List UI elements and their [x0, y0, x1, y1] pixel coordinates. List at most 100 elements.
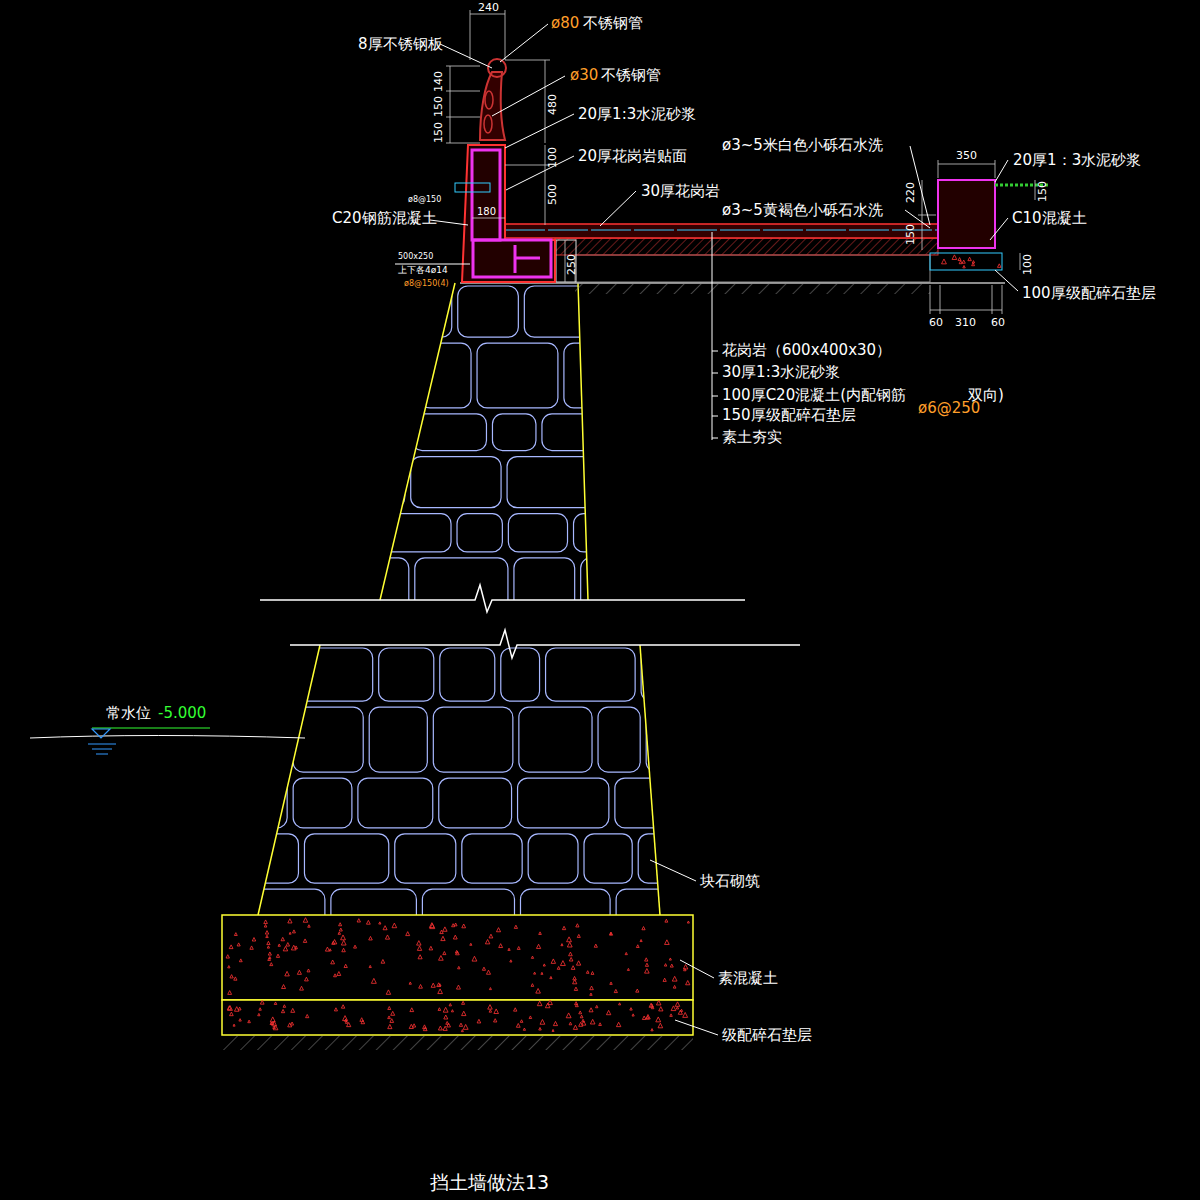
aggregate-mark	[392, 923, 397, 928]
aggregate-mark	[259, 1008, 261, 1010]
aggregate-mark	[636, 945, 639, 948]
aggregate-mark	[343, 1016, 348, 1021]
stone	[574, 514, 641, 552]
aggregate-mark	[347, 1022, 351, 1026]
aggregate-mark	[675, 1002, 679, 1006]
dimension-text: 240	[478, 2, 499, 14]
aggregate-mark	[683, 1012, 688, 1017]
stone	[293, 778, 352, 828]
annotation-label: 素土夯实	[722, 429, 782, 446]
dimension-text: 150	[433, 122, 445, 143]
aggregate-mark	[233, 1024, 235, 1026]
stone	[514, 558, 575, 616]
aggregate-mark	[553, 1021, 557, 1025]
aggregate-mark	[234, 977, 237, 980]
aggregate-mark	[329, 949, 331, 951]
aggregate-mark	[300, 986, 304, 990]
stone	[518, 778, 609, 828]
aggregate-mark	[447, 1023, 451, 1027]
aggregate-mark	[264, 925, 267, 928]
aggregate-mark	[636, 989, 639, 992]
aggregate-mark	[383, 926, 387, 930]
aggregate-mark	[477, 1019, 481, 1023]
aggregate-mark	[684, 968, 686, 970]
stone	[356, 286, 397, 337]
aggregate-mark	[523, 1028, 525, 1030]
aggregate-mark	[341, 940, 346, 945]
aggregate-mark	[659, 1007, 663, 1011]
aggregate-mark	[461, 1030, 463, 1032]
aggregate-mark	[489, 1010, 491, 1012]
aggregate-mark	[341, 935, 346, 940]
aggregate-mark	[295, 946, 298, 949]
aggregate-mark	[409, 982, 411, 984]
aggregate-mark	[286, 943, 290, 947]
aggregate-mark	[237, 943, 240, 946]
aggregate-mark	[292, 930, 295, 933]
aggregate-mark	[291, 1022, 294, 1025]
aggregate-mark	[649, 1003, 653, 1007]
aggregate-mark	[303, 939, 306, 942]
stone	[519, 707, 592, 772]
aggregate-mark	[531, 956, 533, 958]
stone	[433, 707, 513, 772]
dimension-lines	[446, 10, 1035, 314]
aggregate-mark	[686, 981, 690, 985]
dimension-text: 150	[905, 224, 917, 245]
steel-pipe	[488, 59, 506, 77]
aggregate-mark	[562, 926, 565, 929]
aggregate-mark	[614, 989, 617, 992]
soil-hatch	[575, 284, 930, 294]
aggregate-mark	[267, 946, 269, 948]
reinforcement	[472, 150, 500, 240]
aggregate-mark	[371, 978, 376, 983]
aggregate-mark	[596, 1005, 598, 1007]
aggregate-mark	[386, 990, 390, 994]
aggregate-mark	[485, 939, 489, 943]
wall-edge	[578, 283, 588, 600]
stone	[598, 707, 640, 772]
aggregate-mark	[962, 260, 965, 263]
aggregate-mark	[670, 1014, 673, 1017]
aggregate-mark	[569, 952, 573, 956]
aggregate-mark	[627, 968, 629, 970]
aggregate-mark	[423, 1027, 427, 1031]
aggregate-mark	[388, 1006, 391, 1009]
aggregate-mark	[269, 957, 271, 959]
stone	[641, 648, 689, 701]
aggregate-mark	[541, 972, 543, 974]
aggregate-mark	[488, 1005, 493, 1010]
aggregate-mark	[489, 988, 491, 990]
plain-concrete	[222, 915, 693, 1000]
aggregate-mark	[453, 935, 457, 939]
aggregate-mark	[642, 927, 645, 930]
dimension-text: 60	[991, 317, 1005, 329]
aggregate-mark	[630, 1008, 632, 1010]
stone	[239, 707, 287, 772]
aggregate-mark	[997, 264, 1001, 268]
aggregate-mark	[260, 1000, 264, 1004]
aggregate-mark	[599, 1023, 602, 1026]
concrete-speckle	[226, 183, 1001, 1032]
aggregate-mark	[586, 971, 589, 974]
aggregate-mark	[345, 1021, 347, 1023]
aggregate-mark	[230, 1012, 234, 1016]
aggregate-mark	[573, 980, 577, 984]
gravel-layer	[575, 255, 930, 282]
aggregate-mark	[459, 1023, 462, 1026]
stone	[355, 343, 414, 408]
aggregate-mark	[248, 1020, 251, 1023]
aggregate-mark	[486, 970, 490, 974]
aggregate-mark	[494, 1019, 497, 1022]
aggregate-mark	[283, 1005, 286, 1008]
aggregate-mark	[239, 1019, 241, 1021]
aggregate-mark	[557, 966, 560, 969]
aggregate-mark	[687, 921, 689, 923]
aggregate-mark	[537, 1001, 542, 1006]
aggregate-mark	[656, 1000, 660, 1004]
aggregate-mark	[610, 982, 612, 984]
aggregate-mark	[671, 1006, 676, 1011]
level-line	[92, 728, 210, 729]
aggregate-mark	[590, 1019, 595, 1024]
aggregate-mark	[606, 1010, 610, 1014]
